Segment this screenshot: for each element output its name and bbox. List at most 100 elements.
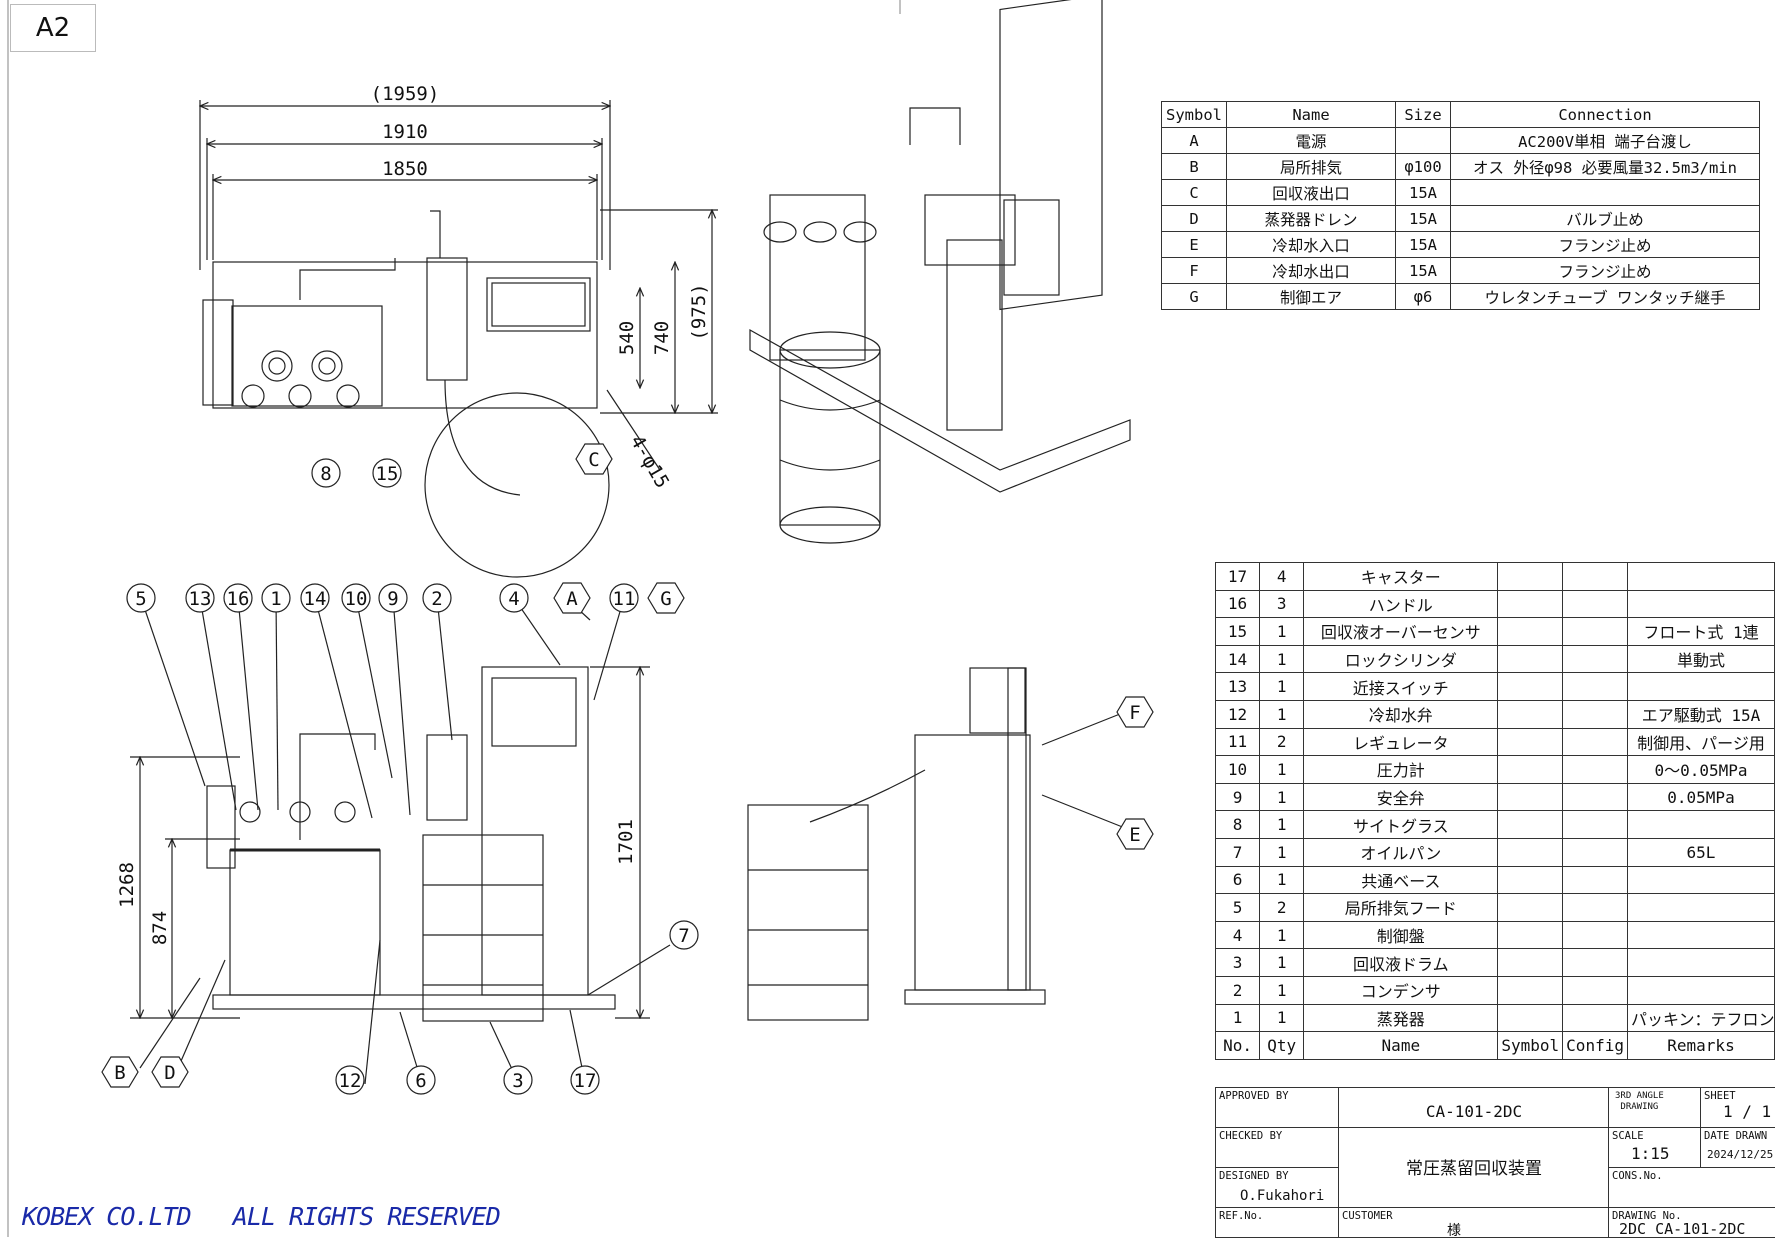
connection-size: 15A (1395, 179, 1451, 206)
connection-spec: フランジ止め (1450, 231, 1760, 258)
part-qty: 3 (1259, 589, 1305, 619)
part-qty: 1 (1259, 810, 1305, 839)
part-symbol (1497, 755, 1564, 784)
balloon-D: D (164, 1062, 175, 1084)
connection-symbol: E (1161, 231, 1227, 258)
drawing-no-cell: DRAWING No.2DC CA-101-2DC (1609, 1208, 1775, 1238)
part-no: 13 (1214, 672, 1261, 701)
part-config (1562, 975, 1628, 1005)
balloon-10: 10 (345, 588, 368, 610)
part-config (1562, 893, 1628, 922)
part-qty: 1 (1259, 755, 1305, 784)
ref-no-cell: REF.No. (1216, 1208, 1339, 1238)
part-remarks: フロート式 1連 (1626, 617, 1775, 646)
balloon-13: 13 (189, 588, 212, 610)
part-config (1562, 672, 1628, 701)
dim-1959: (1959) (371, 83, 440, 105)
part-remarks: パッキン：テフロン含浸 (1626, 1003, 1775, 1033)
part-remarks: 単動式 (1626, 644, 1775, 674)
part-no: 15 (1214, 617, 1261, 646)
drawing-code-cell: CA-101-2DC (1339, 1088, 1609, 1128)
connection-symbol: C (1161, 179, 1227, 206)
col-connection: Connection (1450, 101, 1760, 128)
part-qty: 1 (1259, 1003, 1305, 1033)
dim-874: 874 (149, 911, 171, 945)
parts-header-row: No. Qty Name Symbol Config Remarks (1214, 1031, 1775, 1060)
part-config (1562, 727, 1628, 757)
part-qty: 1 (1259, 865, 1305, 895)
part-name: ロックシリンダ (1303, 644, 1499, 674)
part-name: 回収液ドラム (1303, 948, 1499, 977)
part-symbol (1497, 617, 1564, 646)
col-size: Size (1395, 101, 1451, 128)
part-symbol (1497, 589, 1564, 619)
copyright-notice: KOBEX CO.LTD ALL RIGHTS RESERVED (22, 1202, 501, 1231)
side-view (747, 667, 1131, 1021)
part-no: 17 (1214, 562, 1261, 591)
balloon-2: 2 (431, 588, 442, 610)
part-symbol (1497, 893, 1564, 922)
projection-label: 3RD ANGLE DRAWING (1615, 1091, 1664, 1112)
front-view (130, 597, 671, 1085)
balloon-E: E (1129, 824, 1140, 846)
customer-suffix: 様 (1447, 1223, 1461, 1239)
connection-name: 冷却水入口 (1226, 231, 1396, 258)
part-config (1562, 755, 1628, 784)
part-no: 3 (1214, 948, 1261, 977)
part-qty: 1 (1259, 672, 1305, 701)
part-symbol (1497, 782, 1564, 812)
part-no: 1 (1214, 1003, 1261, 1033)
part-symbol (1497, 672, 1564, 701)
part-name: 圧力計 (1303, 755, 1499, 784)
part-remarks (1626, 810, 1775, 839)
part-qty: 1 (1259, 699, 1305, 729)
dim-holes: 4-φ15 (626, 432, 674, 493)
col-name: Name (1226, 101, 1396, 128)
balloon-B: B (114, 1062, 125, 1084)
part-no: 8 (1214, 810, 1261, 839)
part-symbol (1497, 948, 1564, 977)
dim-1268: 1268 (116, 862, 138, 908)
col-config: Config (1562, 1031, 1628, 1060)
part-config (1562, 562, 1628, 591)
part-remarks: 制御用、パージ用 (1626, 727, 1775, 757)
balloon-4: 4 (508, 588, 519, 610)
part-qty: 2 (1259, 727, 1305, 757)
sheet-number: 1 / 1 (1723, 1102, 1772, 1121)
part-remarks (1626, 589, 1775, 619)
part-no: 12 (1214, 699, 1261, 729)
drawing-title: 常圧蒸留回収装置 (1406, 1159, 1542, 1179)
connection-symbol: F (1161, 257, 1227, 284)
part-name: レギュレータ (1303, 727, 1499, 757)
part-remarks: 0.05MPa (1626, 782, 1775, 812)
part-name: 共通ベース (1303, 865, 1499, 895)
balloon-12: 12 (339, 1070, 362, 1092)
balloon-15: 15 (376, 463, 399, 485)
balloon-G: G (660, 588, 671, 610)
part-no: 7 (1214, 837, 1261, 867)
part-symbol (1497, 837, 1564, 867)
balloon-5: 5 (135, 588, 146, 610)
sheet-size-label: A2 (10, 4, 96, 52)
part-remarks (1626, 672, 1775, 701)
balloon-1: 1 (270, 588, 281, 610)
col-no: No. (1214, 1031, 1261, 1060)
connection-spec: フランジ止め (1450, 257, 1760, 284)
balloon-6: 6 (415, 1070, 426, 1092)
part-qty: 1 (1259, 617, 1305, 646)
part-name: 近接スイッチ (1303, 672, 1499, 701)
balloon-11: 11 (613, 588, 636, 610)
part-remarks (1626, 948, 1775, 977)
